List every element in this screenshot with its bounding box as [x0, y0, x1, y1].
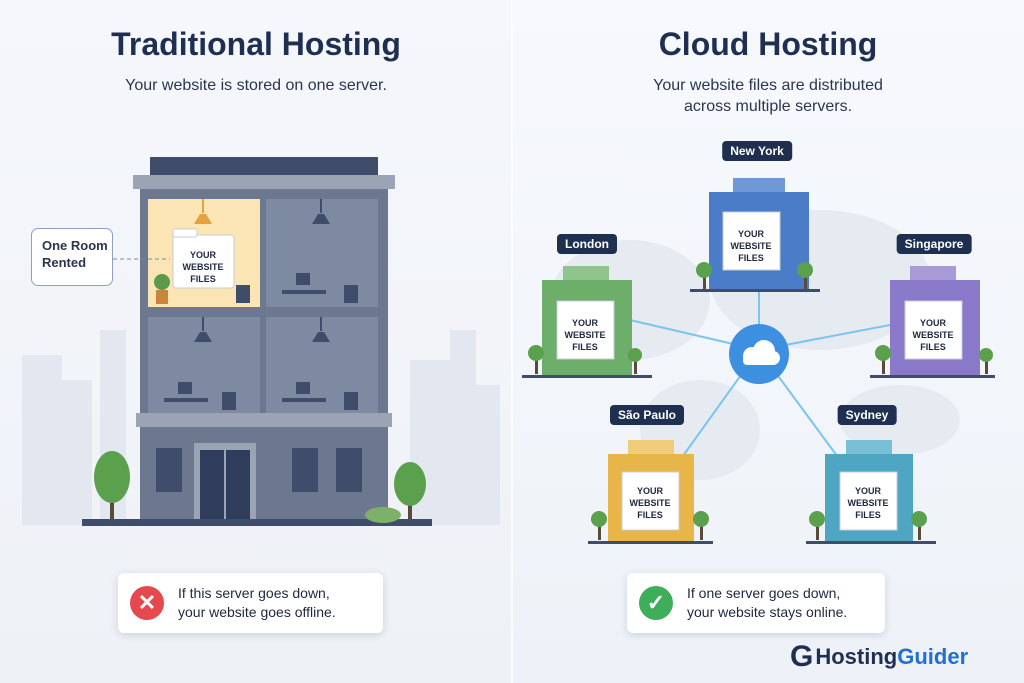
x-icon: ✕ — [130, 586, 164, 620]
tree-icon — [628, 348, 642, 374]
file-label-line: WEBSITE — [847, 498, 889, 508]
tree-icon — [809, 511, 825, 540]
panel-divider — [511, 0, 513, 683]
traditional-hosting-title: Traditional Hosting — [111, 26, 401, 62]
ground — [82, 519, 432, 526]
check-icon: ✓ — [639, 586, 673, 620]
cloud-success-callout: ✓ If one server goes down, your website … — [627, 573, 885, 633]
server-new-york — [690, 178, 820, 292]
city-label-sao-paulo: São Paulo — [609, 405, 685, 425]
tree-icon — [797, 262, 813, 289]
traditional-warning-callout: ✕ If this server goes down, your website… — [118, 573, 383, 633]
website-files-label: YOUR WEBSITE FILES — [629, 485, 670, 521]
callout-line: your website stays online. — [687, 604, 848, 620]
website-files-label: YOUR WEBSITE FILES — [182, 249, 223, 285]
tree-icon — [528, 345, 544, 374]
callout-line: If this server goes down, — [178, 585, 330, 601]
file-label-line: FILES — [920, 342, 946, 352]
cloud-icon — [743, 340, 780, 365]
traditional-hosting-subtitle: Your website is stored on one server. — [125, 77, 387, 94]
file-label-line: YOUR — [737, 229, 765, 239]
logo-text-part2: Guider — [897, 644, 969, 669]
server-london — [522, 266, 652, 378]
tree-icon — [94, 451, 130, 520]
file-label-line: FILES — [190, 274, 216, 284]
file-label-line: YOUR — [571, 318, 599, 328]
logo-text-part1: Hosting — [815, 644, 898, 669]
city-label-new-york: New York — [722, 141, 792, 161]
floor-ledge — [136, 413, 392, 427]
file-label-line: WEBSITE — [730, 241, 772, 251]
website-files-label: YOUR WEBSITE FILES — [730, 228, 771, 264]
website-files-label: YOUR WEBSITE FILES — [564, 317, 605, 353]
door — [226, 450, 250, 521]
building-roof-ledge — [133, 175, 395, 189]
file-label-line: WEBSITE — [182, 262, 224, 272]
file-label-line: YOUR — [919, 318, 947, 328]
tree-icon — [591, 511, 607, 540]
skyline — [22, 330, 500, 525]
tree-icon — [693, 511, 709, 540]
subtitle-line: across multiple servers. — [683, 98, 853, 115]
tree-icon — [696, 262, 712, 289]
one-room-rented-label: One Room Rented — [31, 228, 113, 286]
server-sydney — [806, 440, 936, 544]
office-furniture — [164, 273, 358, 410]
callout-line: If one server goes down, — [687, 585, 841, 601]
door — [200, 450, 224, 521]
tree-icon — [911, 511, 927, 540]
website-files-label: YOUR WEBSITE FILES — [847, 485, 888, 521]
file-label-line: WEBSITE — [912, 330, 954, 340]
server-sao-paulo — [588, 440, 713, 544]
website-files-folder — [172, 234, 235, 289]
traditional-building-illustration — [22, 157, 500, 526]
file-label-line: FILES — [572, 342, 598, 352]
file-label-line: FILES — [738, 253, 764, 263]
city-label-sydney: Sydney — [837, 405, 897, 425]
cloud-hosting-subtitle: Your website files are distributed acros… — [512, 75, 1024, 117]
city-label-london: London — [557, 234, 617, 254]
tree-icon — [875, 345, 891, 374]
file-label-line: FILES — [637, 510, 663, 520]
server-singapore — [870, 266, 995, 378]
city-label-singapore: Singapore — [896, 234, 972, 254]
cloud-hosting-title: Cloud Hosting — [658, 26, 878, 62]
plant-icon — [154, 274, 170, 304]
file-label-line: WEBSITE — [564, 330, 606, 340]
file-label-line: WEBSITE — [629, 498, 671, 508]
callout-line: your website goes offline. — [178, 604, 336, 620]
file-label-line: YOUR — [854, 486, 882, 496]
bush — [365, 507, 401, 523]
logo-mark: G — [790, 640, 814, 673]
tree-icon — [394, 462, 426, 520]
room-label-line: Rented — [42, 255, 87, 270]
tree-icon — [979, 348, 993, 374]
window — [336, 448, 362, 492]
window — [156, 448, 182, 492]
website-files-label: YOUR WEBSITE FILES — [912, 317, 953, 353]
file-label-line: FILES — [855, 510, 881, 520]
file-label-line: YOUR — [189, 250, 217, 260]
window — [292, 448, 318, 492]
subtitle-line: Your website files are distributed — [653, 77, 883, 94]
file-label-line: YOUR — [636, 486, 664, 496]
building-roof — [150, 157, 378, 175]
room-label-line: One Room — [42, 238, 108, 253]
